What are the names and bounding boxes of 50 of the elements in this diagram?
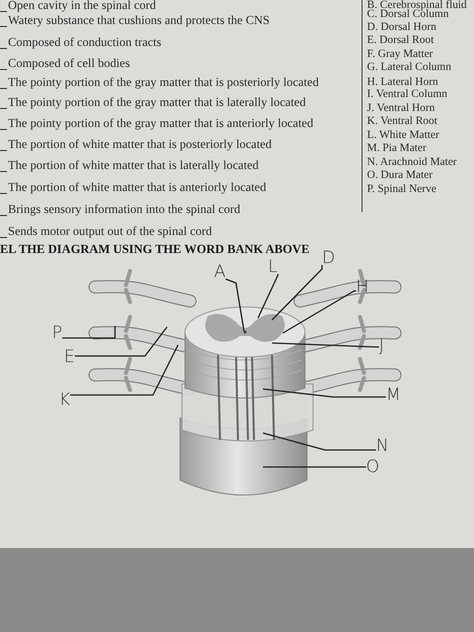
label-letter: D <box>322 249 336 267</box>
word-bank-entry: J. Ventral Horn <box>367 102 435 114</box>
question-text: The portion of white matter that is laterally located <box>8 158 259 173</box>
word-bank-entry: G. Lateral Column <box>367 61 452 73</box>
word-bank-entry: P. Spinal Nerve <box>367 183 436 195</box>
question-text: The pointy portion of the gray matter that is laterally located <box>8 95 306 110</box>
leader-line <box>262 432 376 451</box>
section-heading: EL THE DIAGRAM USING THE WORD BANK ABOVE <box>0 242 310 257</box>
label-letter: A <box>214 263 226 281</box>
word-bank-entry: F. Gray Matter <box>367 48 433 60</box>
label-letter: J <box>379 337 384 355</box>
label-letter: N <box>376 437 389 455</box>
question-text: The portion of white matter that is posteriorly located <box>8 137 272 152</box>
word-bank-entry: K. Ventral Root <box>367 115 438 127</box>
question-text: The portion of white matter that is anteriorly located <box>8 180 266 195</box>
word-bank-entry: O. Dura Mater <box>367 169 433 181</box>
word-bank-entry: M. Pia Mater <box>367 142 426 154</box>
word-bank-entry: I. Ventral Column <box>367 88 448 100</box>
question-text: Brings sensory information into the spinal cord <box>8 202 240 217</box>
question-text: The pointy portion of the gray matter that is anteriorly located <box>8 116 314 131</box>
word-bank-entry: E. Dorsal Root <box>367 34 434 46</box>
question-text: Open cavity in the spinal cord <box>8 0 156 13</box>
leader-line <box>263 466 366 468</box>
label-letter: M <box>386 386 401 404</box>
word-bank-entry: N. Arachnoid Mater <box>367 156 457 168</box>
word-bank-entry: D. Dorsal Horn <box>367 21 436 33</box>
leader-line <box>74 326 168 357</box>
question-text: The pointy portion of the gray matter that is posteriorly located <box>8 75 319 90</box>
label-letter: O <box>366 458 380 476</box>
leader-line <box>62 326 116 339</box>
word-bank-entry: H. Lateral Horn <box>367 76 438 88</box>
leader-line <box>262 388 386 398</box>
label-letter: L <box>268 258 278 276</box>
leader-line <box>282 290 356 334</box>
label-letter: K <box>59 391 70 409</box>
question-text: Watery substance that cushions and protects the CNS <box>8 13 270 28</box>
leader-line <box>225 278 245 332</box>
label-letter: H <box>356 278 369 296</box>
label-letter: E <box>64 348 75 366</box>
question-text: Composed of conduction tracts <box>8 35 162 50</box>
question-text: Sends motor output out of the spinal cord <box>8 224 212 239</box>
leader-line <box>257 274 279 318</box>
word-bank-entry: L. White Matter <box>367 129 440 141</box>
word-bank-entry: C. Dorsal Column <box>367 8 449 20</box>
leader-line <box>272 265 323 320</box>
question-text: Composed of cell bodies <box>8 56 130 71</box>
label-letter: P <box>52 324 62 342</box>
leader-line <box>272 342 379 348</box>
leader-line <box>70 344 179 396</box>
word-bank-entry: B. Cerebrospinal fluid <box>367 0 467 11</box>
